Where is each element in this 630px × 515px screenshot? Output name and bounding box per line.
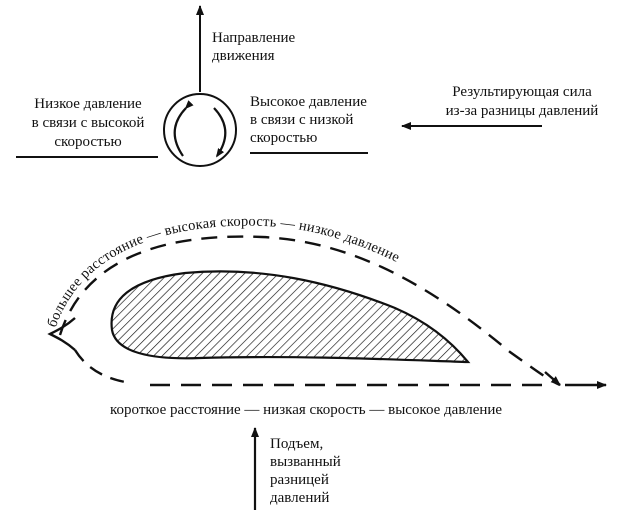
lift-label-line4: давлений <box>270 490 329 506</box>
low-pressure-line3: скоростью <box>54 134 121 150</box>
low-pressure-line2: в связи с высокой <box>32 115 145 131</box>
high-pressure-line2: в связи с низкой <box>250 112 353 128</box>
upper-streamline <box>58 235 561 387</box>
cylinder-rotation-arrow-right <box>213 107 227 158</box>
leading-edge-split <box>47 317 76 351</box>
high-pressure-line1: Высокое давление <box>250 94 367 110</box>
movement-direction-line1: Направление <box>212 30 296 46</box>
low-pressure-line1: Низкое давление <box>34 96 142 112</box>
resulting-force-line2: из-за разницы давлений <box>446 103 599 119</box>
upper-streamline-arrowhead <box>544 371 561 386</box>
lower-streamline-start <box>73 349 126 384</box>
movement-direction-line2: движения <box>212 48 275 64</box>
cylinder-rotation-arrow-left <box>173 100 194 157</box>
airfoil-shape <box>110 270 471 364</box>
rotating-cylinder <box>163 93 237 167</box>
resulting-force-line1: Результирующая сила <box>452 84 592 100</box>
lift-label-line3: разницей <box>270 472 329 488</box>
high-pressure-line3: скоростью <box>250 130 317 146</box>
lower-path-label: короткое расстояние — низкая скорость — … <box>110 402 502 418</box>
lift-label-line2: вызванный <box>270 454 341 470</box>
lift-label-line1: Подъем, <box>270 436 323 452</box>
